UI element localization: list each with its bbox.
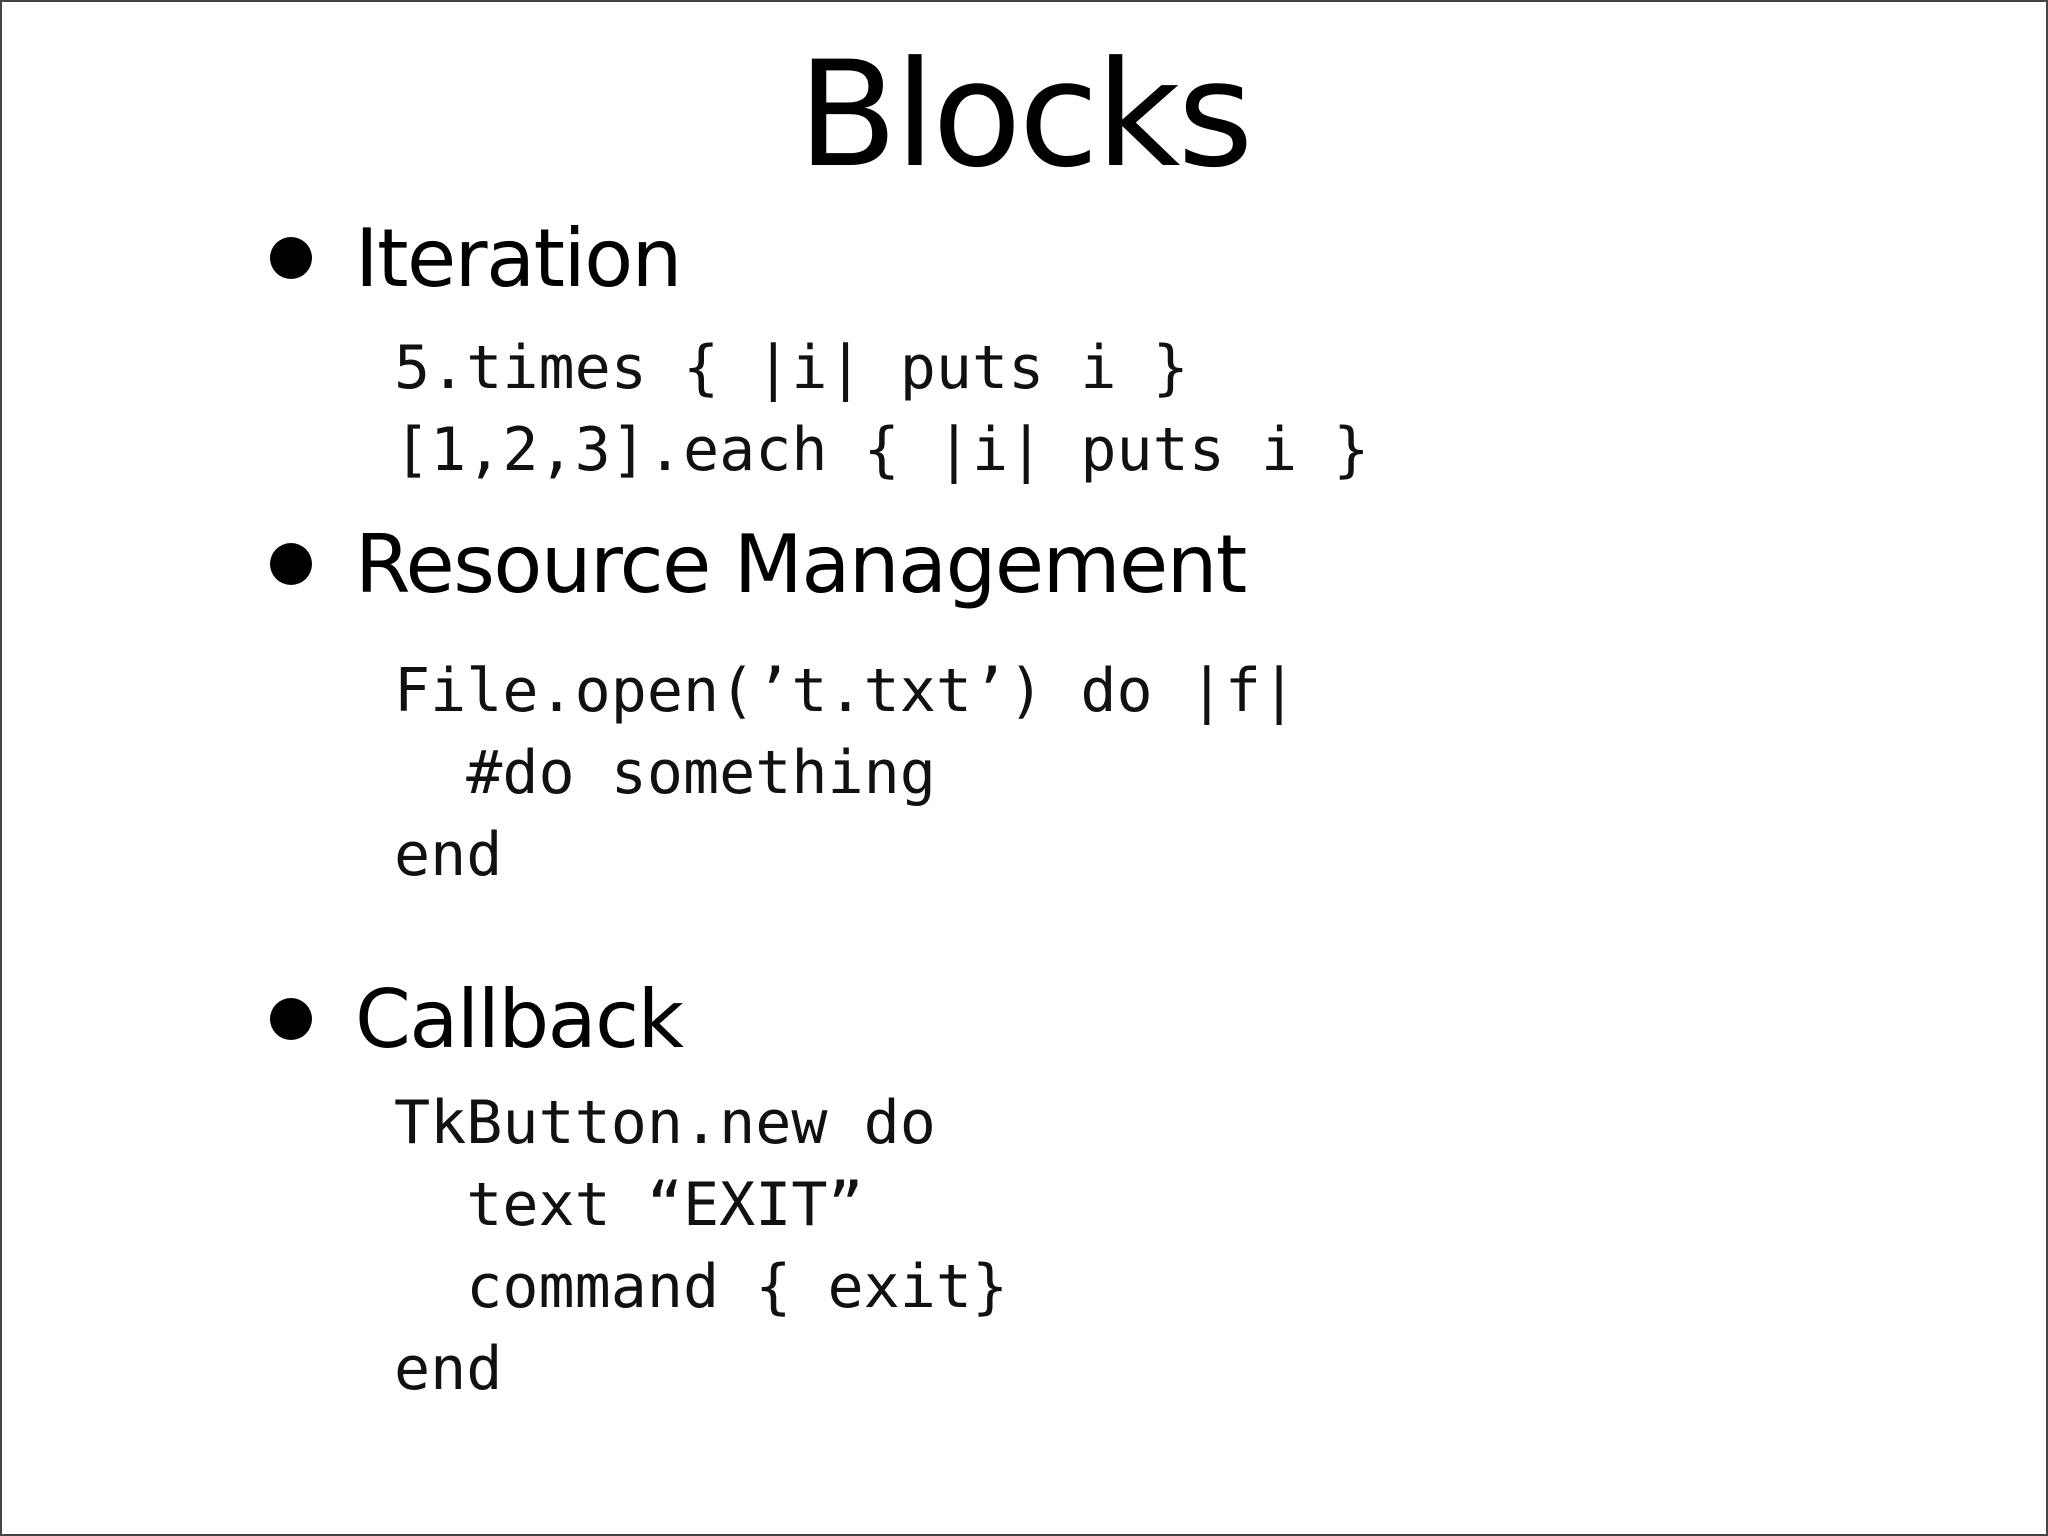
bullet-dot-icon (270, 237, 312, 279)
code-line: end (394, 820, 503, 890)
code-block-iteration: 5.times { |i| puts i } [1,2,3].each { |i|… (394, 327, 1369, 491)
slide-title: Blocks (797, 30, 1254, 200)
bullet-dot-icon (270, 998, 312, 1040)
code-block-callback: TkButton.new do text “EXIT” command { ex… (394, 1082, 1008, 1410)
code-line: File.open(’t.txt’) do |f| (394, 656, 1298, 726)
bullet-iteration: Iteration (270, 208, 682, 308)
code-line: [1,2,3].each { |i| puts i } (394, 415, 1370, 485)
bullet-heading: Callback (355, 972, 684, 1066)
bullet-callback: Callback (270, 969, 684, 1069)
code-line: 5.times { |i| puts i } (394, 333, 1189, 403)
code-line: end (394, 1334, 503, 1404)
code-line: #do something (394, 738, 936, 808)
bullet-dot-icon (270, 543, 312, 585)
code-line: TkButton.new do (394, 1088, 936, 1158)
code-line: text “EXIT” (394, 1170, 864, 1240)
code-block-resource-management: File.open(’t.txt’) do |f| #do something e… (394, 650, 1297, 896)
bullet-heading: Resource Management (355, 517, 1247, 611)
bullet-heading: Iteration (355, 211, 682, 305)
bullet-resource-management: Resource Management (270, 514, 1247, 614)
code-line: command { exit} (394, 1252, 1009, 1322)
